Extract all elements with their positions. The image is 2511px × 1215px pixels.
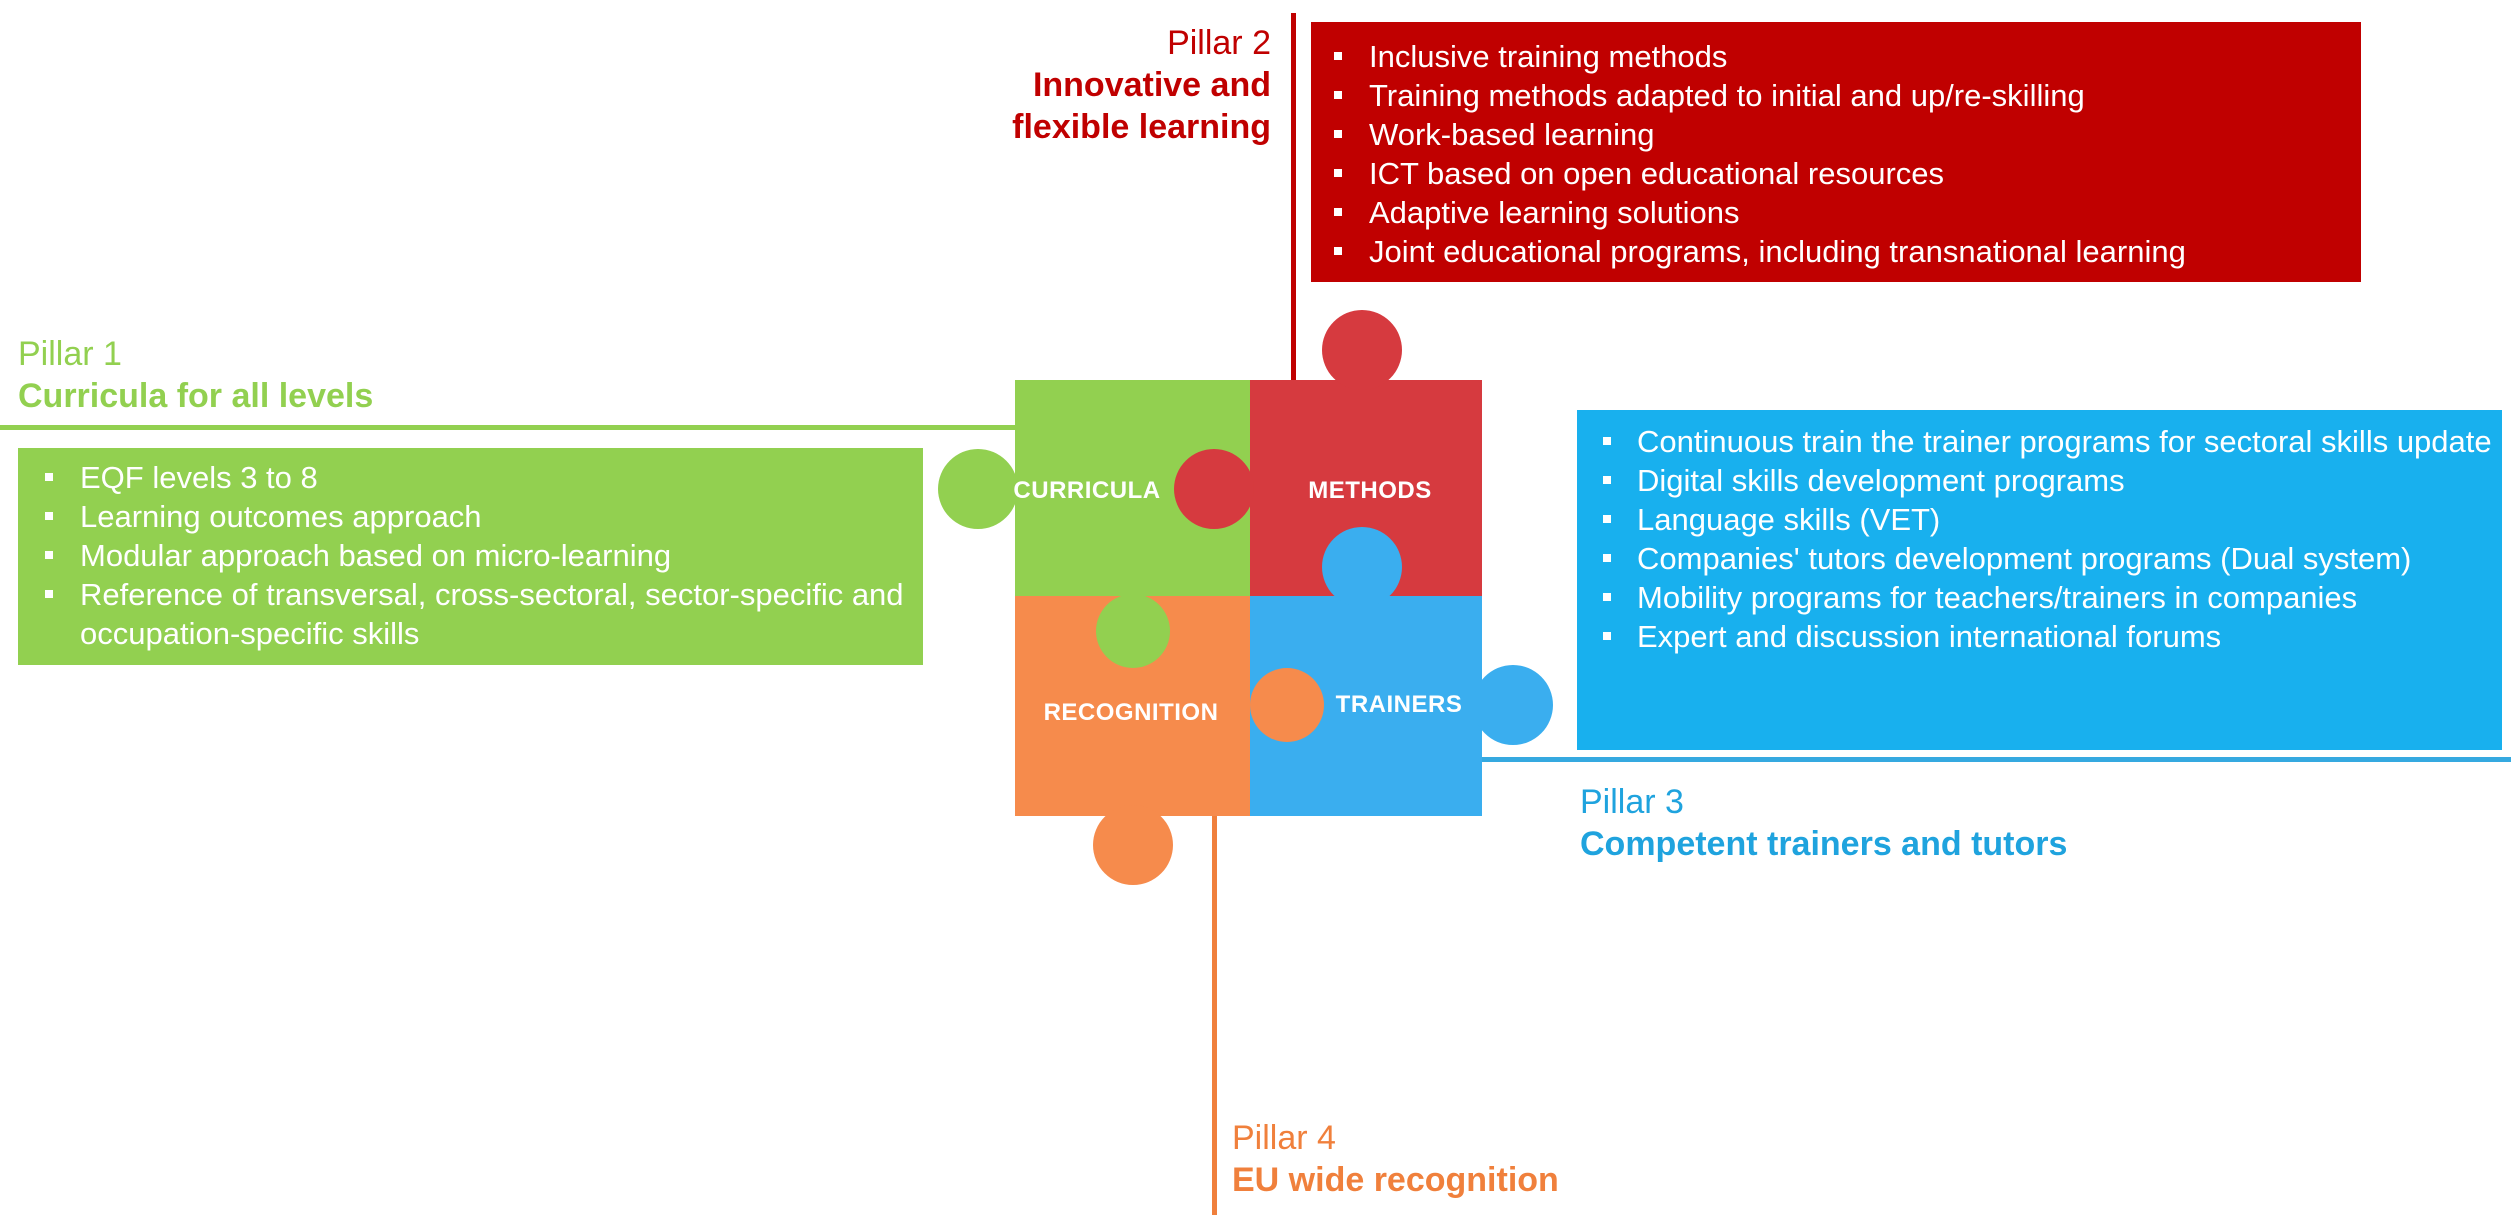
pillar2-title-line1: Innovative and [1032,66,1271,104]
trainers-bullet-item: Digital skills development programs [1603,461,2492,500]
methods-bullet-box: Inclusive training methods Training meth… [1311,22,2361,282]
pillar3-title: Competent trainers and tutors [1580,825,2068,863]
pillar2-number: Pillar 2 [1167,24,1271,62]
pillar4-number: Pillar 4 [1232,1119,1336,1157]
methods-bullet-item: Training methods adapted to initial and … [1334,76,2351,115]
trainers-bullet-item: Expert and discussion international foru… [1603,617,2492,656]
methods-bullet-item: Adaptive learning solutions [1334,193,2351,232]
methods-bullet-item: Joint educational programs, including tr… [1334,232,2351,271]
methods-bullet-list: Inclusive training methods Training meth… [1334,37,2351,271]
curricula-bullet-list: EQF levels 3 to 8 Learning outcomes appr… [45,458,913,653]
pillar1-title: Curricula for all levels [18,377,374,415]
curricula-bullet-item: Modular approach based on micro-learning [45,536,913,575]
curricula-bullet-item: Learning outcomes approach [45,497,913,536]
curricula-bullet-item: EQF levels 3 to 8 [45,458,913,497]
methods-bullet-item: Work-based learning [1334,115,2351,154]
puzzle-piece-recognition [1015,594,1252,885]
puzzle-label-recognition: RECOGNITION [1044,699,1219,726]
trainers-bullet-list: Continuous train the trainer programs fo… [1603,422,2492,656]
pillar4-title: EU wide recognition [1232,1161,1559,1199]
trainers-bullet-item: Language skills (VET) [1603,500,2492,539]
puzzle-label-methods: METHODS [1308,477,1432,504]
trainers-bullet-item: Continuous train the trainer programs fo… [1603,424,2492,459]
trainers-bullet-item: Mobility programs for teachers/trainers … [1603,578,2492,617]
trainers-bullet-box: Continuous train the trainer programs fo… [1577,410,2502,750]
pillar1-connector-line [0,425,1020,430]
pillar2-connector-line [1291,13,1296,383]
pillar1-label: Pillar 1 Curricula for all levels [18,333,373,417]
pillar4-label: Pillar 4 EU wide recognition [1232,1117,1559,1201]
pillar4-connector-line [1212,810,1217,1215]
pillar2-title-line2: flexible learning [1012,108,1271,146]
methods-bullet-item: Inclusive training methods [1334,37,2351,76]
trainers-bullet-item: Companies' tutors development programs (… [1603,539,2492,578]
puzzle-label-curricula: CURRICULA [1013,477,1160,504]
puzzle-label-trainers: TRAINERS [1336,691,1463,718]
pillar1-number: Pillar 1 [18,335,122,373]
pillar3-label: Pillar 3 Competent trainers and tutors [1580,781,2067,865]
curricula-bullet-box: EQF levels 3 to 8 Learning outcomes appr… [18,448,923,665]
methods-bullet-item: ICT based on open educational resources [1334,154,2351,193]
pillar2-label: Pillar 2 Innovative and flexible learnin… [1012,22,1271,148]
curricula-bullet-item: Reference of transversal, cross-sectoral… [45,575,913,653]
puzzle-piece-trainers [1250,527,1553,816]
pillar3-number: Pillar 3 [1580,783,1684,821]
pillar3-connector-line [1470,757,2511,762]
